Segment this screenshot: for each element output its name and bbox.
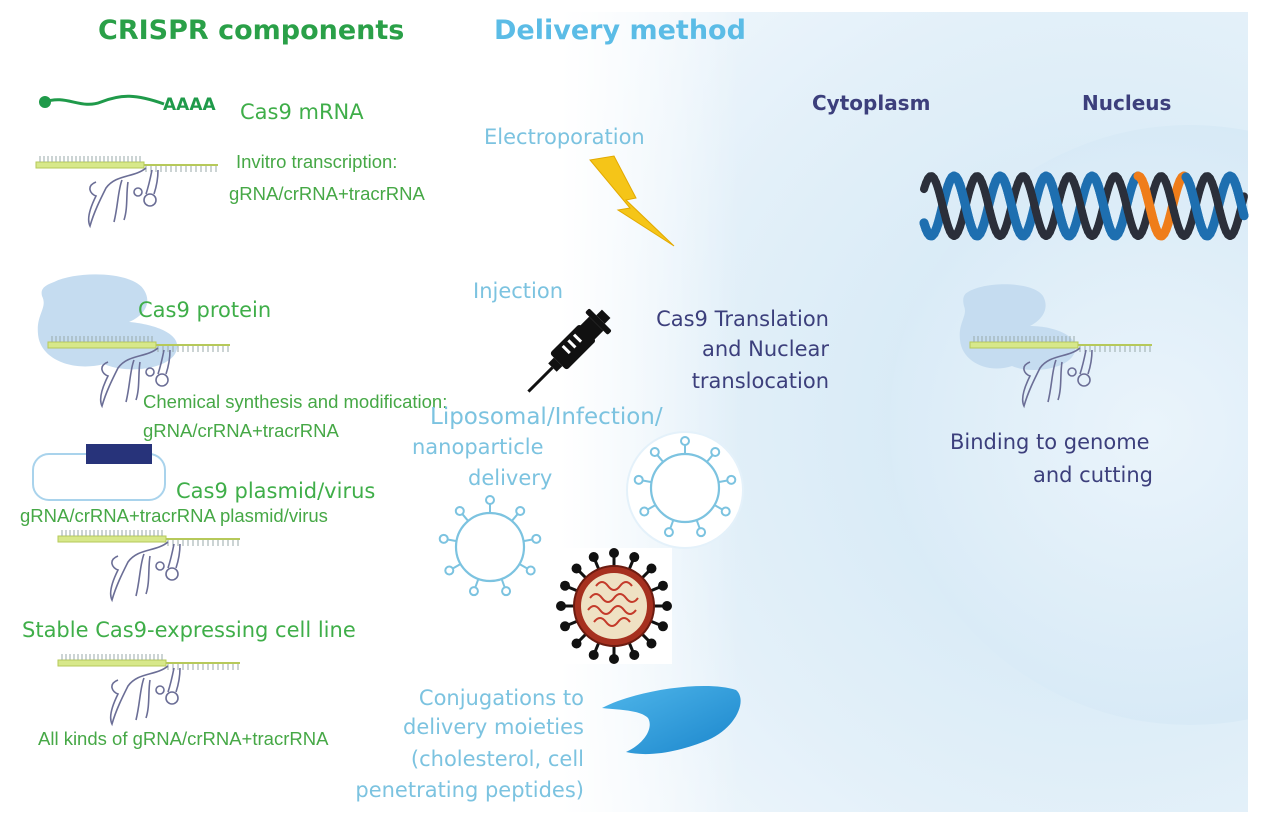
stable-line-label: Stable Cas9-expressing cell line [22, 618, 356, 642]
conj-line2: delivery moieties [403, 715, 584, 739]
cas9-protein-label: Cas9 protein [138, 298, 272, 322]
mrna-tail-label: AAAA [163, 95, 216, 115]
conj-line3: (cholesterol, cell [410, 747, 584, 771]
binding-line2: and cutting [1033, 463, 1153, 487]
plasmid-icon [32, 444, 166, 501]
syringe-icon [527, 308, 612, 393]
injection-label: Injection [473, 279, 564, 303]
liposome-icon [438, 495, 542, 597]
virus-icon [556, 548, 672, 664]
mrna-icon [39, 94, 165, 108]
liposomal-line2: nanoparticle [412, 435, 544, 459]
conj-line4: penetrating peptides) [355, 778, 584, 802]
plasmid-grna-label: gRNA/crRNA+tracrRNA plasmid/virus [20, 505, 328, 526]
translation-line3: translocation [691, 369, 829, 393]
cas9-plasmid-label: Cas9 plasmid/virus [176, 479, 376, 503]
delivery-header: Delivery method [494, 15, 746, 46]
grna-icon [47, 336, 230, 409]
cytoplasm-label: Cytoplasm [812, 91, 931, 115]
grna-icon [57, 530, 240, 603]
conjugate-icon [602, 686, 741, 755]
liposome-icon [626, 431, 744, 549]
components-header: CRISPR components [98, 15, 405, 46]
dna-helix-icon [919, 171, 1249, 241]
nucleus-region [890, 125, 1268, 725]
cas9-mrna-label: Cas9 mRNA [240, 100, 364, 124]
chem-line1: Chemical synthesis and modification: [143, 391, 448, 412]
grna-icon [35, 156, 218, 229]
grna-icon [969, 336, 1152, 409]
all-kinds-label: All kinds of gRNA/crRNA+tracrRNA [38, 728, 329, 749]
conj-line1: Conjugations to [418, 686, 584, 710]
ivt-line2: gRNA/crRNA+tracrRNA [229, 183, 425, 204]
liposomal-line3: delivery [468, 466, 553, 490]
nucleus-label: Nucleus [1082, 91, 1172, 115]
grna-icon [57, 654, 240, 727]
chem-line2: gRNA/crRNA+tracrRNA [143, 420, 339, 441]
translation-line2: and Nuclear [701, 337, 829, 361]
ivt-line1: Invitro transcription: [236, 151, 398, 172]
binding-line1: Binding to genome [950, 430, 1150, 454]
translation-line1: Cas9 Translation [656, 307, 829, 331]
electroporation-label: Electroporation [484, 125, 645, 149]
liposomal-line1: Liposomal/Infection/ [430, 404, 663, 430]
bolt-icon [589, 155, 675, 247]
cas9-complex-icon [959, 284, 1076, 370]
